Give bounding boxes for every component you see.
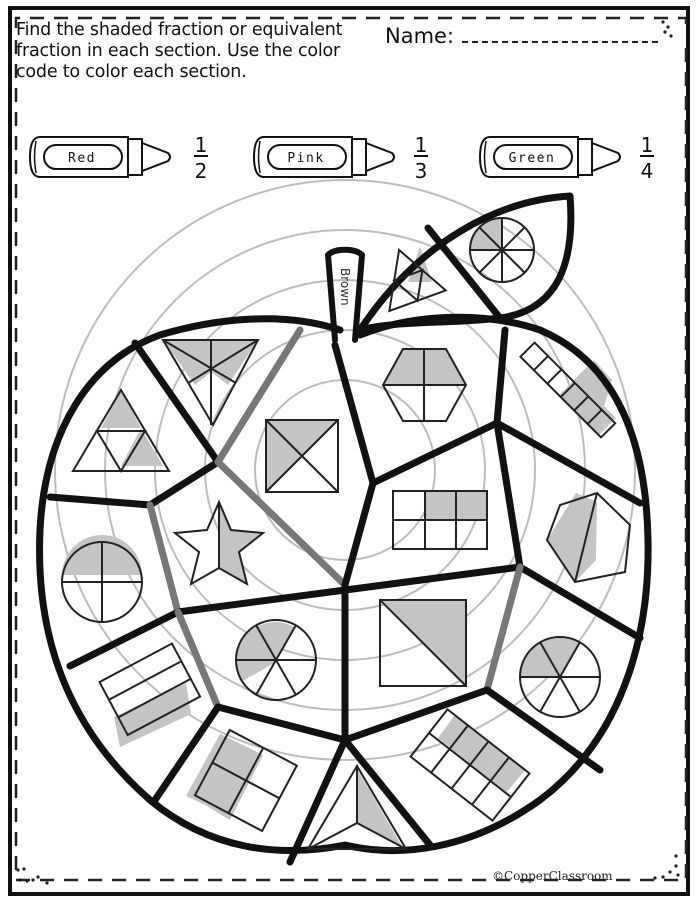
crayon-green	[478, 136, 654, 178]
copyright-text: ©CopperClassroom	[492, 869, 613, 883]
top-left-triangle	[71, 388, 171, 473]
hexagon	[381, 348, 468, 422]
fraction-shapes	[61, 217, 632, 850]
crayon-label-green: Green	[509, 151, 556, 166]
name-label: Name:	[385, 24, 455, 48]
rect-thirds	[98, 642, 202, 737]
fraction-pink-denominator: 3	[415, 159, 428, 183]
crayon-label-pink: Pink	[287, 151, 324, 166]
stem-label: Brown	[338, 268, 352, 306]
corner-dots	[16, 20, 680, 885]
fraction-green-denominator: 4	[641, 159, 654, 183]
strip	[519, 341, 617, 439]
section-borders	[46, 326, 644, 866]
square-diagonal	[379, 599, 467, 687]
grid-2x4	[409, 707, 531, 823]
square-x	[265, 419, 339, 493]
fraction-pink-numerator: 1	[415, 133, 428, 157]
inverted-triangle	[161, 339, 260, 428]
crayon-red	[28, 136, 208, 178]
leaf-triangle	[388, 247, 448, 313]
instructions-text: Find the shaded fraction or equivalent f…	[16, 20, 343, 82]
fraction-green-numerator: 1	[641, 133, 654, 157]
hexagon-split	[545, 491, 632, 584]
leaf-circle	[469, 217, 535, 283]
name-field[interactable]	[462, 41, 658, 43]
apple-outline	[36, 192, 652, 855]
fraction-red-denominator: 2	[195, 159, 208, 183]
circle-sixths-center	[235, 619, 317, 701]
circle-sixths-right	[519, 636, 601, 718]
dashed-frame	[14, 16, 688, 882]
grid-2x3	[392, 490, 488, 550]
circle-quarters	[61, 541, 143, 623]
crayon-label-red: Red	[68, 151, 96, 166]
triangle-thirds	[306, 764, 408, 850]
rect-quarters	[193, 728, 299, 833]
page-border	[8, 6, 690, 896]
fraction-red-numerator: 1	[195, 133, 208, 157]
crayon-pink	[252, 136, 428, 178]
star	[172, 499, 266, 587]
